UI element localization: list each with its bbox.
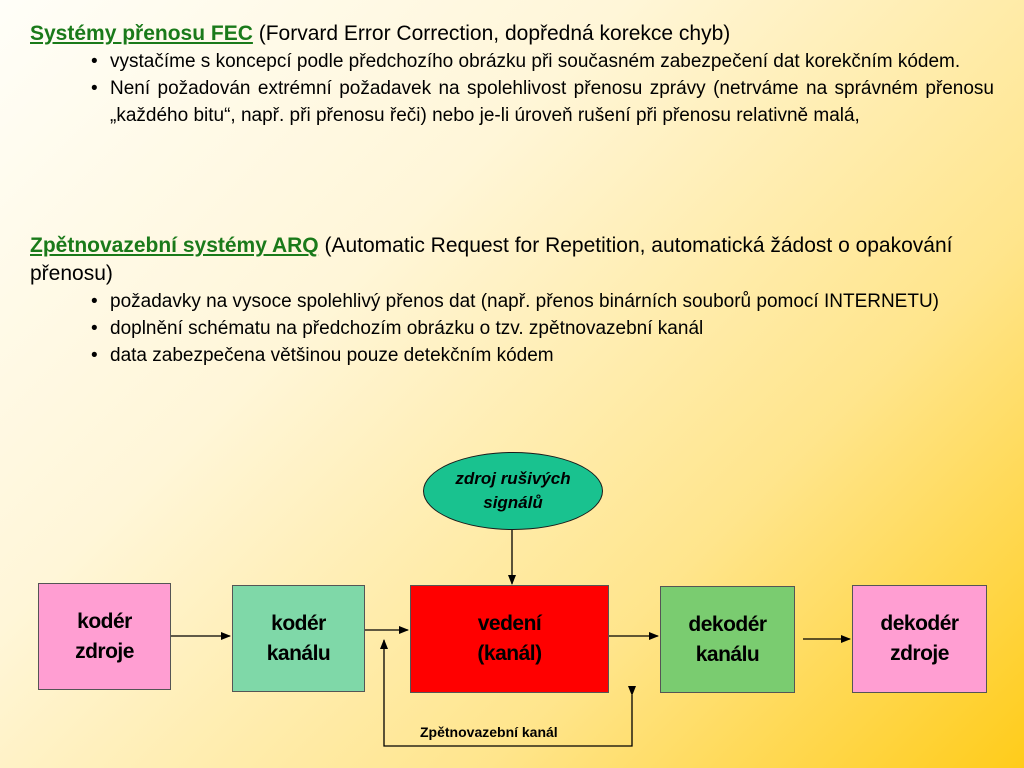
arq-subtitle: (Automatic Request for Repetition, autom… (30, 234, 953, 285)
source-coder-label-1: kodér (77, 609, 132, 633)
noise-label-2: signálů (483, 493, 543, 512)
source-coder-box: kodér zdroje (38, 583, 171, 690)
feedback-loop (380, 639, 636, 747)
arq-bullet-2: doplnění schématu na předchozím obrázku … (91, 315, 994, 342)
noise-label-1: zdroj rušivých (455, 469, 571, 488)
fec-bullet-2: Není požadován extrémní požadavek na spo… (91, 75, 994, 129)
arq-bullets: požadavky na vysoce spolehlivý přenos da… (30, 288, 994, 369)
fec-title: Systémy přenosu FEC (30, 22, 253, 45)
fec-bullets: vystačíme s koncepcí podle předchozího o… (30, 48, 994, 129)
channel-coder-label-1: kodér (271, 611, 326, 635)
line-label-2: (kanál) (477, 642, 542, 665)
arq-title: Zpětnovazební systémy ARQ (30, 234, 319, 257)
channel-decoder-box: dekodér kanálu (660, 586, 795, 693)
channel-decoder-label-1: dekodér (688, 612, 767, 636)
source-decoder-box: dekodér zdroje (852, 585, 987, 693)
source-decoder-label-2: zdroje (890, 642, 949, 665)
line-label-1: vedení (477, 612, 542, 635)
arq-bullet-1: požadavky na vysoce spolehlivý přenos da… (91, 288, 994, 315)
arq-bullet-3: data zabezpečena většinou pouze detekční… (91, 342, 994, 369)
fec-section: Systémy přenosu FEC (Forvard Error Corre… (30, 20, 994, 129)
fec-bullet-1: vystačíme s koncepcí podle předchozího o… (91, 48, 994, 75)
channel-decoder-label-2: kanálu (695, 642, 760, 666)
feedback-channel-label: Zpětnovazební kanál (420, 724, 558, 740)
source-coder-label-2: zdroje (75, 639, 134, 663)
fec-heading: Systémy přenosu FEC (Forvard Error Corre… (30, 20, 994, 48)
noise-source-oval: zdroj rušivých signálů (423, 452, 603, 530)
arq-heading: Zpětnovazební systémy ARQ (Automatic Req… (30, 232, 994, 288)
fec-subtitle: (Forvard Error Correction, dopředná kore… (252, 22, 731, 45)
arq-section: Zpětnovazební systémy ARQ (Automatic Req… (30, 232, 994, 369)
line-channel-box: vedení (kanál) (410, 585, 609, 693)
channel-coder-label-2: kanálu (266, 641, 331, 665)
source-decoder-label-1: dekodér (880, 612, 959, 635)
channel-coder-box: kodér kanálu (232, 585, 365, 692)
